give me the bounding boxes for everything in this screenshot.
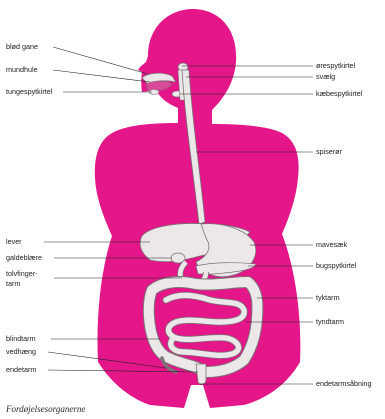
label-blindtarm: blindtarm — [6, 335, 36, 343]
label-spiseror: spiserør — [316, 148, 342, 156]
label-tungespytkirtel: tungespytkirtel — [6, 88, 52, 96]
label-galdeblaere: galdeblære — [6, 254, 42, 262]
label-blod-gane: blød gane — [6, 43, 38, 51]
label-tyktarm: tyktarm — [316, 294, 340, 302]
figure-caption: Fordøjelsesorganerne — [6, 404, 85, 414]
label-orespytkirtel: ørespytkirtel — [316, 62, 355, 70]
label-vedhaeng: vedhæng — [6, 348, 36, 356]
label-lever: lever — [6, 238, 22, 246]
label-tolvfinger: tolvfinger- — [6, 270, 38, 278]
label-endetarm: endetarm — [6, 366, 36, 374]
label-svaelg: svælg — [316, 73, 335, 81]
label-mavesaek: mavesæk — [316, 241, 347, 249]
label-mundhule: mundhule — [6, 66, 38, 74]
label-bugspytkirtel: bugspytkirtel — [316, 262, 356, 270]
label-tyndtarm: tyndtarm — [316, 318, 344, 326]
label-tolvfinger-tarm: tarm — [6, 280, 20, 288]
label-kaebespytkirtel: kæbespytkirtel — [316, 90, 362, 98]
label-endetarmsabning: endetarmsåbning — [316, 380, 372, 388]
